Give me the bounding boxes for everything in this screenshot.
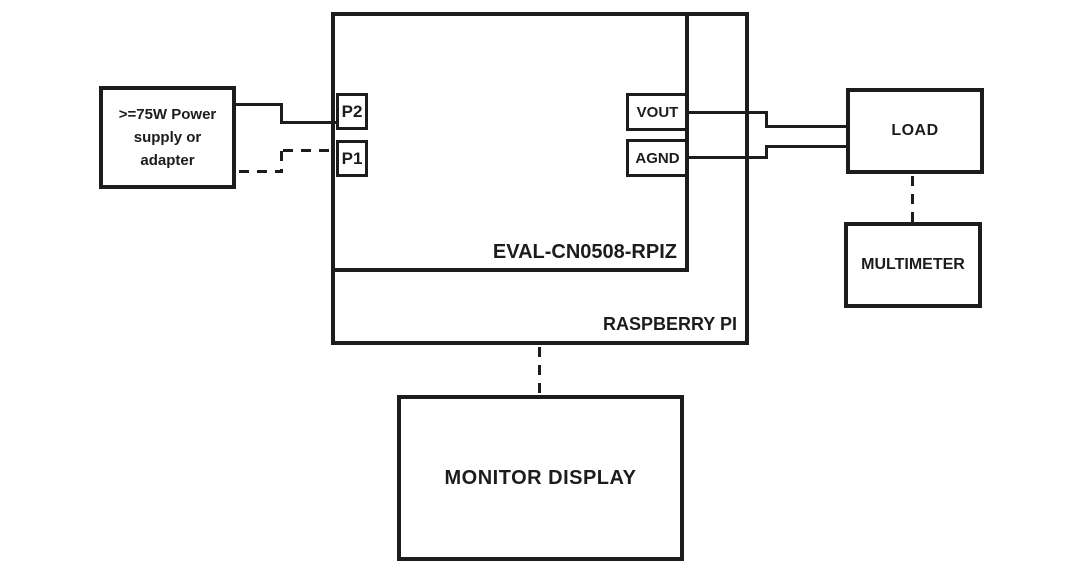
multimeter-box: MULTIMETER [844,222,982,308]
load-box: LOAD [846,88,984,174]
power-supply-box: >=75W Power supply or adapter [99,86,236,189]
wire-power-to-p1-dashed-seg3 [283,149,336,152]
connector-p1: P1 [336,140,368,177]
connector-agnd: AGND [626,139,689,177]
monitor-display-label: MONITOR DISPLAY [444,466,637,489]
raspberry-pi-label: RASPBERRY PI [602,314,737,334]
connector-vout-label: VOUT [636,103,679,121]
wire-agnd-to-load-seg3 [765,145,846,148]
wire-rpi-to-monitor-dashed [538,347,541,395]
wire-power-to-p2-seg3 [280,121,336,124]
wire-power-to-p2-seg2 [280,103,283,124]
wire-vout-to-load-seg3 [765,125,846,128]
connector-agnd-label: AGND [635,149,680,167]
load-label: LOAD [891,122,939,139]
wire-power-to-p2-seg1 [236,103,283,106]
power-supply-label: >=75W Power supply or adapter [118,106,217,169]
eval-board-label: EVAL-CN0508-RPIZ [492,241,677,263]
multimeter-label: MULTIMETER [861,256,965,273]
wire-power-to-p1-dashed-seg2 [280,151,283,173]
connector-p2: P2 [336,93,368,130]
monitor-display-box: MONITOR DISPLAY [397,395,684,561]
wire-power-to-p1-dashed-seg1 [239,170,283,173]
wire-vout-to-load-seg1 [689,111,768,114]
wire-agnd-to-load-seg1 [689,156,768,159]
wire-vout-to-load-seg2 [765,111,768,128]
wire-agnd-to-load-seg2 [765,145,768,159]
wire-load-to-multimeter-dashed [911,176,914,222]
connector-p2-label: P2 [341,101,363,121]
connector-p1-label: P1 [341,148,363,168]
connector-vout: VOUT [626,93,689,131]
